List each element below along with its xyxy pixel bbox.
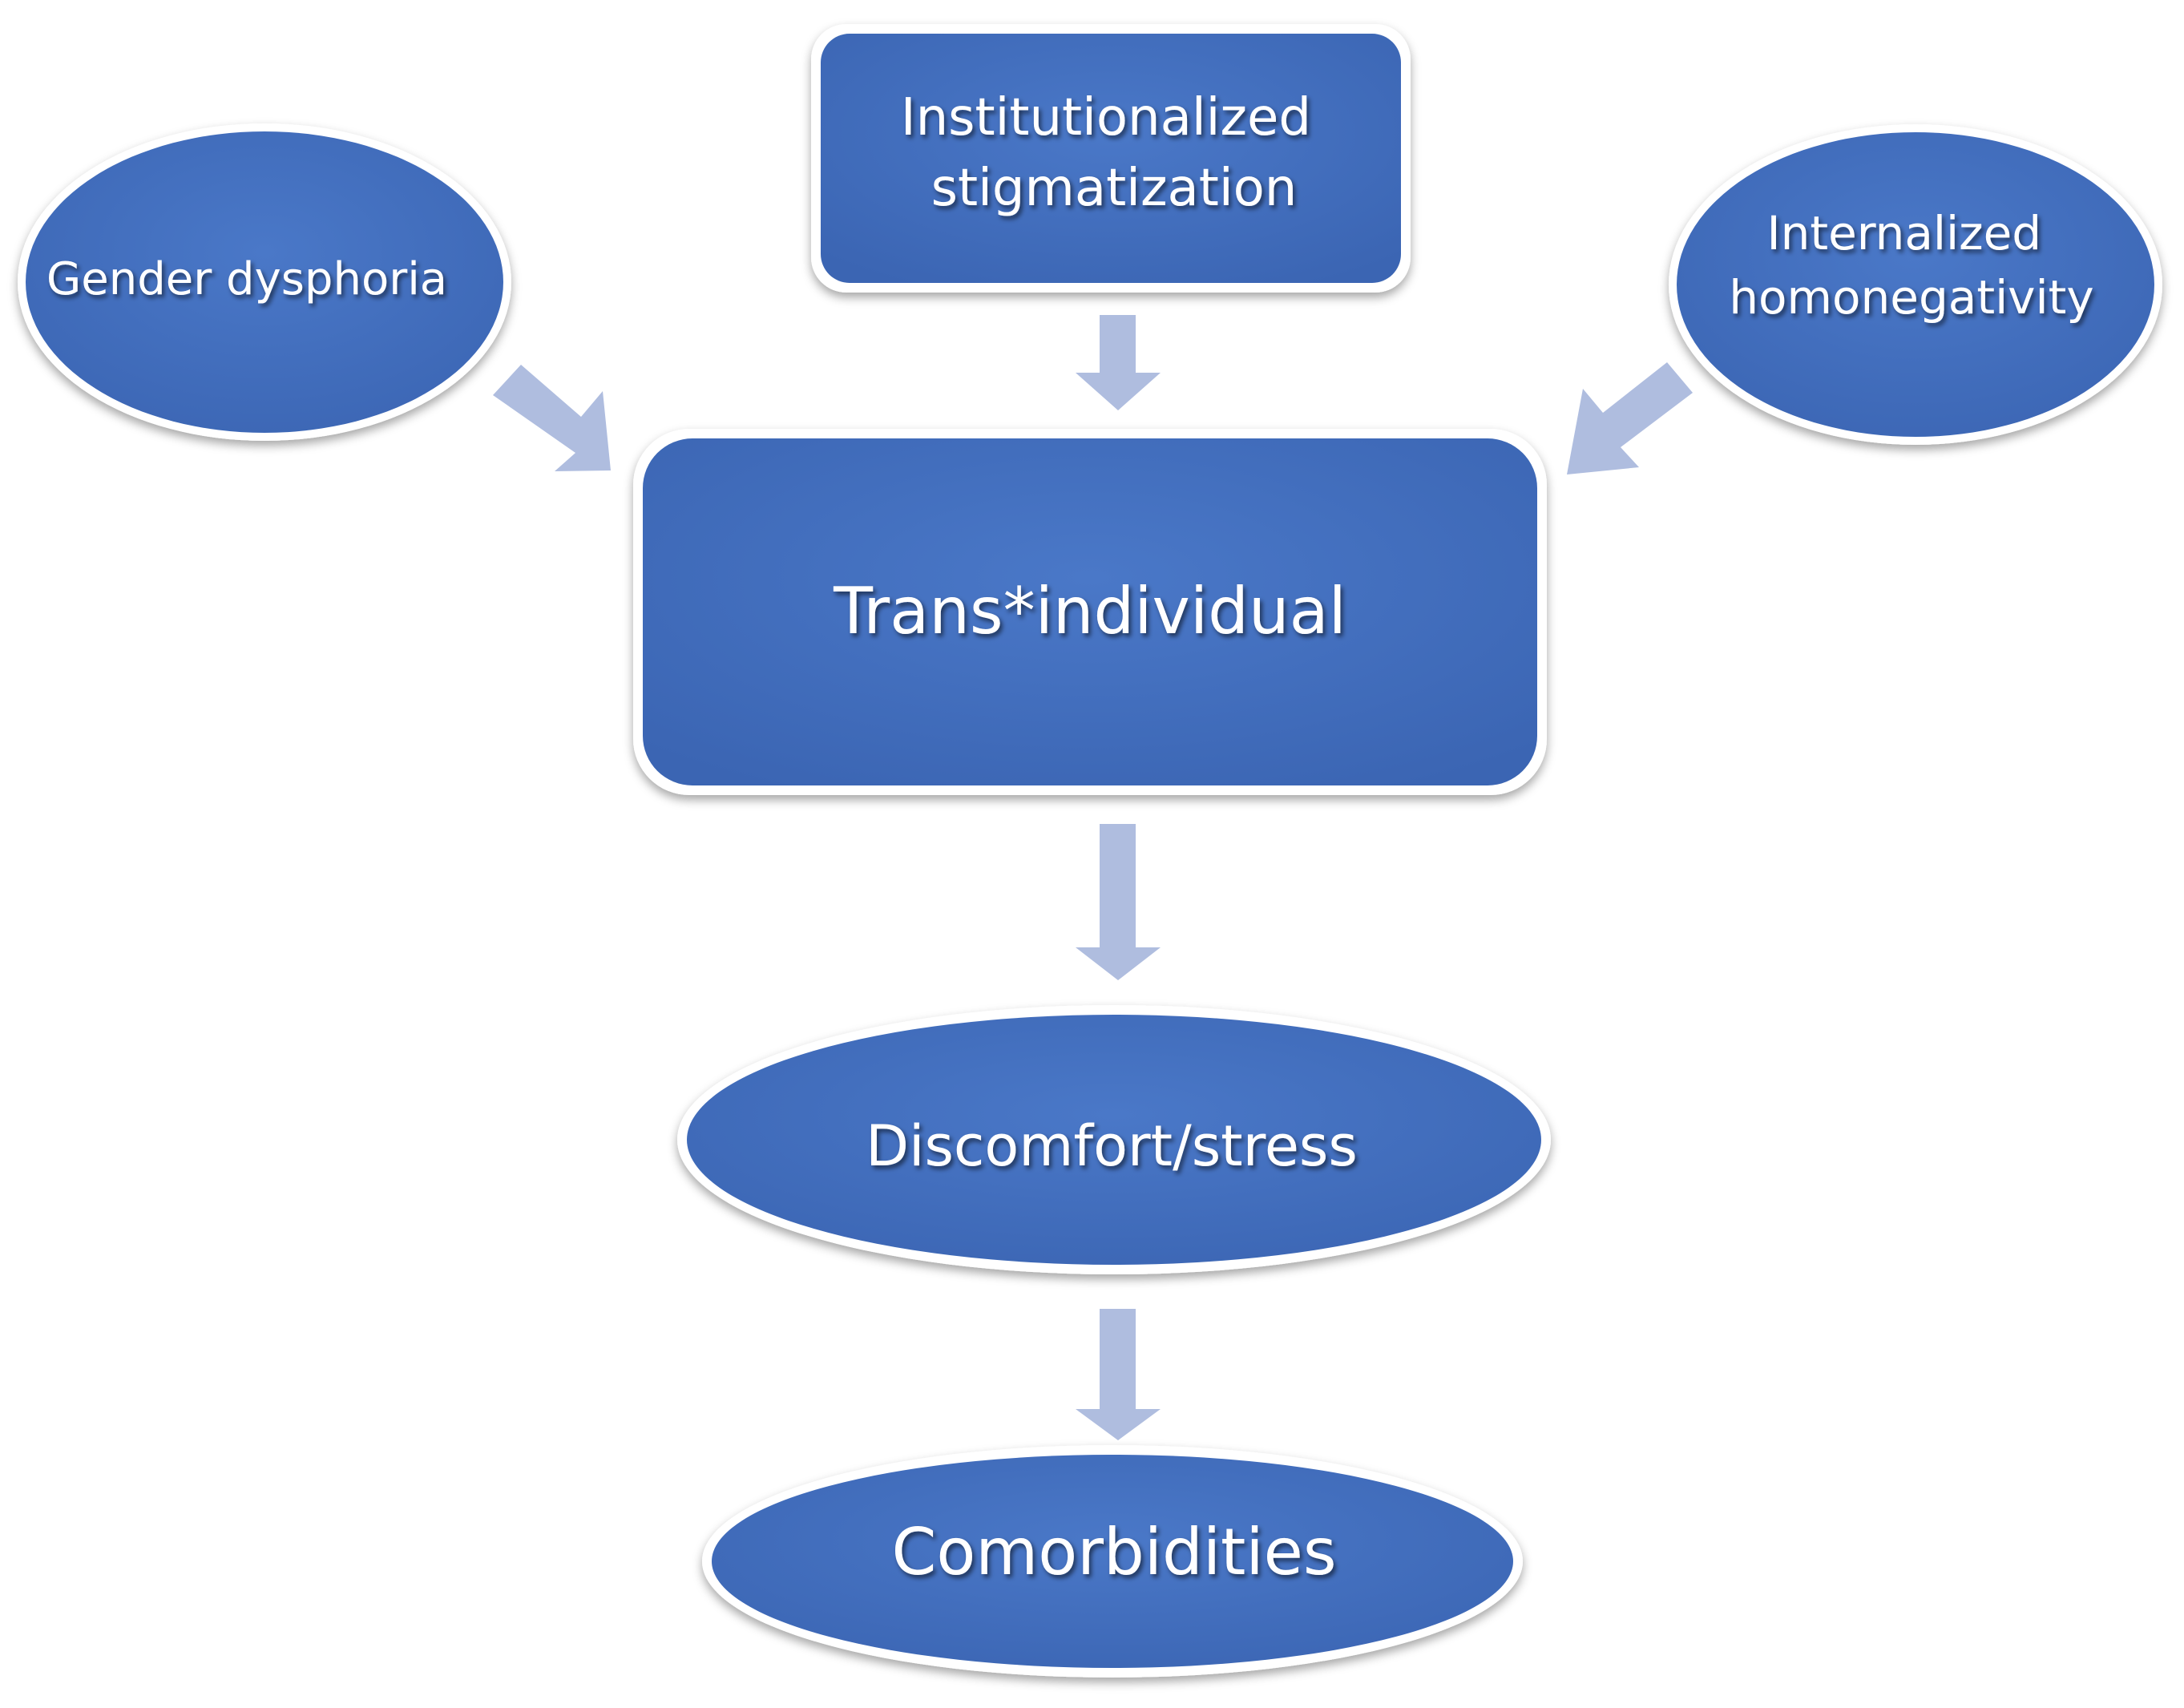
arrow-stigmatization-to-trans-individual <box>1076 315 1161 410</box>
institutionalized-stigmatization-label-line-1: Institutionalized <box>901 88 1311 147</box>
institutionalized-stigmatization-label: Institutionalized stigmatization <box>901 88 1328 218</box>
arrow-trans-individual-to-discomfort <box>1076 824 1161 980</box>
arrow-homonegativity-to-trans-individual <box>1567 362 1693 474</box>
gender-dysphoria-label: Gender dysphoria <box>46 253 447 305</box>
comorbidities-label-line-1: Comorbidities <box>891 1515 1336 1589</box>
trans-individual-label-line-1: Trans*individual <box>833 574 1346 648</box>
discomfort-stress-label: Discomfort/stress <box>866 1113 1358 1179</box>
internalized-homonegativity-label-line-1: Internalized <box>1766 206 2041 260</box>
node-discomfort-stress: Discomfort/stress <box>677 1005 1551 1274</box>
discomfort-stress-label-line-1: Discomfort/stress <box>866 1113 1358 1179</box>
arrow-gender-dysphoria-to-trans-individual <box>493 365 611 471</box>
arrow-discomfort-to-comorbidities <box>1076 1309 1161 1440</box>
node-gender-dysphoria: Gender dysphoria <box>18 123 511 441</box>
institutionalized-stigmatization-label-line-2: stigmatization <box>931 159 1298 218</box>
node-institutionalized-stigmatization: Institutionalized stigmatization <box>811 24 1411 293</box>
node-comorbidities: Comorbidities <box>702 1445 1523 1678</box>
gender-dysphoria-label-line-1: Gender dysphoria <box>46 253 447 305</box>
node-internalized-homonegativity: Internalized homonegativity <box>1669 124 2162 445</box>
arrows <box>493 315 1693 1440</box>
comorbidities-label: Comorbidities <box>891 1515 1336 1589</box>
internalized-homonegativity-label: Internalized homonegativity <box>1729 206 2093 325</box>
trans-individual-label: Trans*individual <box>833 574 1346 648</box>
node-trans-individual: Trans*individual <box>633 429 1547 795</box>
internalized-homonegativity-label-line-2: homonegativity <box>1729 270 2093 325</box>
